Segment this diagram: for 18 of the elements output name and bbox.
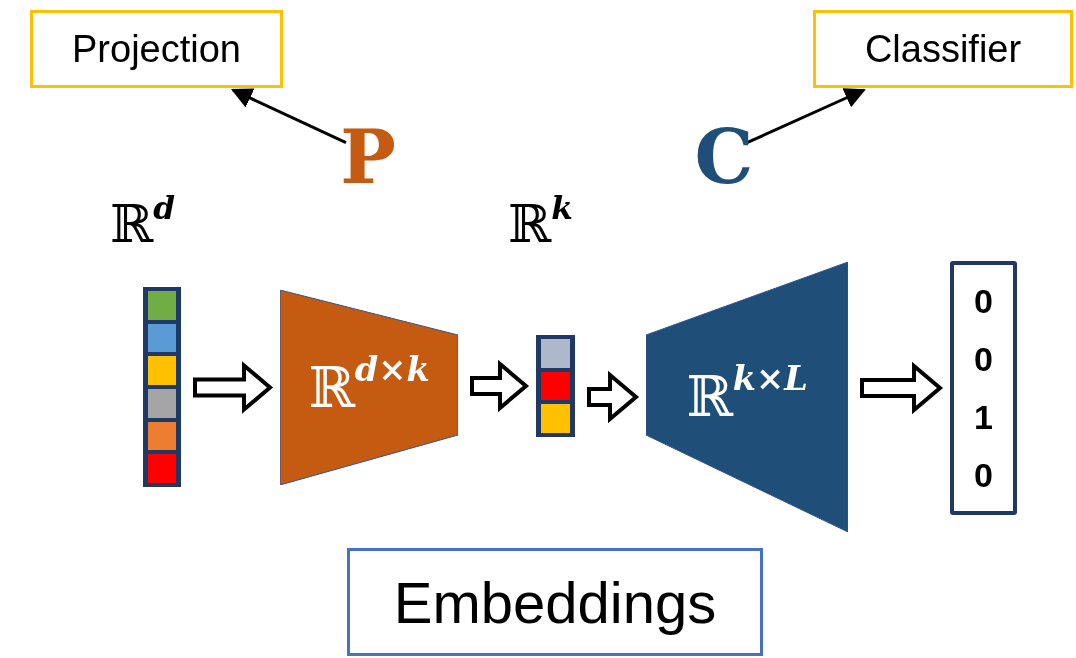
label-box: Classifier — [813, 10, 1073, 88]
vector-drawing — [143, 287, 181, 487]
arrow — [746, 88, 866, 145]
matrix-letter: C — [695, 118, 753, 196]
vector-space-label: ℝ$^{k}$ — [508, 190, 573, 255]
block-arrow — [193, 361, 274, 414]
vector-space-label: ℝ$^{d}$ — [110, 190, 176, 255]
block-arrow — [470, 359, 530, 413]
output-vector: 0 0 1 0 — [950, 261, 1017, 515]
arrow — [230, 88, 347, 145]
label-box: Projection — [30, 10, 283, 88]
label-box: Embeddings — [347, 548, 763, 656]
matrix-dimension: ℝ$^{d×k}$ — [308, 348, 430, 420]
matrix-dimension: ℝ$^{k×L}$ — [686, 358, 808, 429]
vector-drawing — [536, 335, 575, 437]
block-arrow — [587, 370, 640, 424]
matrix-letter: P — [340, 118, 396, 196]
block-arrow — [860, 361, 944, 415]
